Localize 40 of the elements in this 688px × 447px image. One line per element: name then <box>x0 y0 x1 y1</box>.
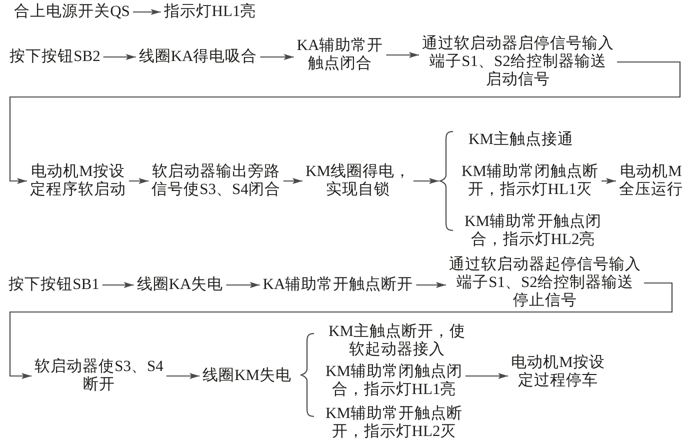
arrow <box>602 178 616 184</box>
step-text: KM线圈得电，实现自锁 <box>302 163 414 199</box>
arrow <box>102 282 134 288</box>
step-text: KM主触点接通 <box>466 131 576 149</box>
arrow <box>226 282 260 288</box>
step-text: KA辅助常开触点闭合 <box>294 37 386 73</box>
step-text: KM辅助常闭触点闭合，指示灯HL1亮 <box>322 363 466 399</box>
step-text: 指示灯HL1亮 <box>160 3 260 21</box>
step-text: KM辅助常开触点断开，指示灯HL2灭 <box>322 405 466 441</box>
arrow <box>414 178 439 184</box>
step-text: 通过软启动器启停信号输入端子S1、S2给控制器输送启动信号 <box>419 35 617 89</box>
step-text: 线圈KM失电 <box>200 367 294 385</box>
curly-brace <box>300 333 314 417</box>
arrow <box>9 282 673 379</box>
arrow <box>103 54 136 60</box>
step-text: 通过软启动器起停信号输入端子S1、S2给控制器输送停止信号 <box>446 256 644 310</box>
arrow <box>132 9 161 15</box>
step-text: 电动机M按设定过程停车 <box>508 354 608 390</box>
step-text: 电动机M按设定程序软启动 <box>27 163 129 199</box>
arrow <box>9 61 681 184</box>
step-text: KA辅助常开触点断开 <box>260 276 416 294</box>
step-text: 按下按钮SB1 <box>6 276 102 294</box>
step-text: 软启动器使S3、S4断开 <box>32 358 166 394</box>
step-text: 线圈KA得电吸合 <box>136 48 260 66</box>
arrow <box>166 373 200 379</box>
arrow <box>466 373 508 379</box>
arrow <box>283 178 302 184</box>
step-text: KM辅助常闭触点断开，指示灯HL1灭 <box>458 163 602 199</box>
arrow <box>386 52 419 58</box>
step-text: 电动机M全压运行 <box>616 163 686 199</box>
step-text: 合上电源开关QS <box>11 3 133 21</box>
curly-brace <box>439 131 453 231</box>
arrow <box>260 54 294 60</box>
step-text: 线圈KA失电 <box>134 276 226 294</box>
step-text: 按下按钮SB2 <box>6 48 104 66</box>
step-text: KM辅助常开触点闭合，指示灯HL2亮 <box>462 213 604 249</box>
step-text: 软启动器输出旁路信号使S3、S4闭合 <box>148 163 284 199</box>
step-text: KM主触点断开，使软起动器接入 <box>326 323 468 359</box>
arrow <box>416 282 446 288</box>
arrow <box>129 178 149 184</box>
